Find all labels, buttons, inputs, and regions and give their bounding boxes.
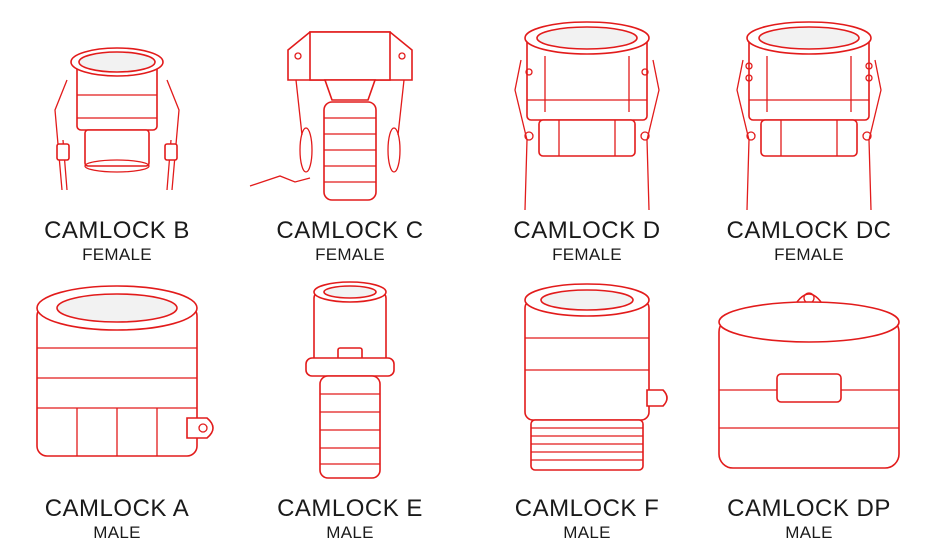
camlock-f-name: CAMLOCK F xyxy=(514,495,660,522)
camlock-d-item: CAMLOCK D FEMALE xyxy=(470,0,690,279)
camlock-a-drawing xyxy=(36,285,214,457)
camlock-b-drawing xyxy=(54,47,180,191)
camlock-d-drawing xyxy=(514,21,660,211)
camlock-e-item: CAMLOCK E MALE xyxy=(233,0,453,559)
camlock-f-illustration xyxy=(470,278,704,502)
camlock-d-illustration xyxy=(470,0,704,224)
camlock-dp-drawing xyxy=(718,292,900,469)
camlock-c-gender: FEMALE xyxy=(315,245,385,264)
camlock-a-illustration xyxy=(0,278,234,502)
camlock-b-illustration xyxy=(0,0,234,224)
camlock-f-item: CAMLOCK F MALE xyxy=(470,0,690,559)
camlock-dp-name: CAMLOCK DP xyxy=(727,495,891,522)
camlock-e-drawing xyxy=(305,281,395,479)
camlock-f-gender: MALE xyxy=(563,523,611,542)
camlock-dc-drawing xyxy=(736,21,882,211)
camlock-e-gender: MALE xyxy=(326,523,374,542)
camlock-b-item: CAMLOCK B FEMALE xyxy=(0,0,220,279)
camlock-dc-illustration xyxy=(692,0,926,224)
camlock-d-name: CAMLOCK D xyxy=(513,217,661,244)
camlock-c-drawing xyxy=(249,31,413,201)
camlock-e-name: CAMLOCK E xyxy=(277,495,423,522)
camlock-b-gender: FEMALE xyxy=(82,245,152,264)
camlock-dp-gender: MALE xyxy=(785,523,833,542)
camlock-dc-name: CAMLOCK DC xyxy=(726,217,892,244)
camlock-a-item: CAMLOCK A MALE xyxy=(0,0,220,559)
camlock-dc-gender: FEMALE xyxy=(774,245,844,264)
camlock-e-illustration xyxy=(233,278,467,502)
camlock-d-gender: FEMALE xyxy=(552,245,622,264)
camlock-f-drawing xyxy=(524,283,668,471)
camlock-dp-item: CAMLOCK DP MALE xyxy=(692,0,912,559)
camlock-dp-illustration xyxy=(692,278,926,502)
camlock-c-item: CAMLOCK C FEMALE xyxy=(233,0,453,279)
camlock-dc-item: CAMLOCK DC FEMALE xyxy=(692,0,912,279)
camlock-c-name: CAMLOCK C xyxy=(276,217,424,244)
camlock-b-name: CAMLOCK B xyxy=(44,217,190,244)
camlock-c-illustration xyxy=(233,0,467,224)
camlock-a-name: CAMLOCK A xyxy=(44,495,190,522)
camlock-a-gender: MALE xyxy=(93,523,141,542)
